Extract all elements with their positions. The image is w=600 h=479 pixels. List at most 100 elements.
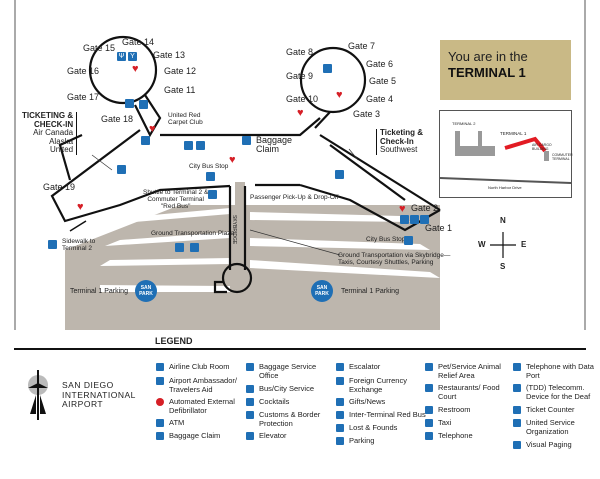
legend-icon: [513, 441, 521, 449]
legend-icon: [513, 406, 521, 414]
baggage-line2: Claim: [256, 144, 280, 154]
gate-15-label: Gate 15: [83, 43, 116, 53]
gate-7-label: Gate 7: [348, 41, 376, 51]
parking-right-label: Terminal 1 Parking: [341, 288, 399, 295]
airline-southwest: Southwest: [380, 145, 418, 154]
shuttle-label: Shuttle to Terminal 2 &Commuter Terminal…: [143, 189, 208, 210]
legend-item: Automated External Defibrillator: [169, 397, 235, 415]
sidewalk-line2: Terminal 2: [62, 245, 92, 252]
legend-item: Parking: [349, 436, 375, 445]
legend-item: Telephone with Data Port: [526, 362, 594, 380]
pet-relief-icon: [48, 240, 57, 249]
legend-item: United Service Organization: [526, 418, 575, 436]
legend-icon: [156, 398, 164, 406]
gate-8-label: Gate 8: [286, 47, 314, 57]
legend-item: Ticket Counter: [526, 405, 575, 414]
gate-11-label: Gate 11: [164, 85, 196, 95]
location-inset-map: TERMINAL 2 TERMINAL 1 AIR CARGO BUILDING…: [439, 110, 573, 198]
legend-item: Escalator: [349, 362, 381, 371]
san-park-text-right: SAN PARK: [315, 285, 329, 297]
baggage-line1: Baggage: [256, 135, 293, 145]
gt-via-line2: Taxis, Courtesy Shuttles, Parking: [338, 259, 434, 266]
inset-air-cargo: AIR CARGO BUILDING: [532, 143, 552, 151]
legend-item: Gifts/News: [349, 397, 386, 406]
ticketing-right: Ticketing & Check-In Southwest: [376, 128, 423, 155]
ticket-counter-icon: [117, 165, 126, 174]
legend-icon: [513, 384, 521, 392]
legend-icon: [246, 432, 254, 440]
airline-air-canada: Air Canada: [33, 128, 74, 137]
gate-1-label: Gate 1: [425, 223, 453, 233]
ticket-counter-icon: [335, 170, 344, 179]
taxi-icon: [190, 243, 199, 252]
legend-item: Elevator: [259, 431, 287, 440]
ticketing-right-title: Ticketing &: [380, 128, 423, 137]
bus-icon: [175, 243, 184, 252]
legend-icon: [336, 377, 344, 385]
legend-icon: [336, 424, 344, 432]
aed-icon: ♥: [336, 89, 343, 101]
legend-item: Baggage Service Office: [259, 362, 317, 380]
gate-5-label: Gate 5: [369, 76, 397, 86]
legend-icon: [425, 406, 433, 414]
legend-title: LEGEND: [155, 336, 193, 346]
cocktails-icon: Y: [128, 52, 137, 61]
city-bus-icon: [206, 172, 215, 181]
legend-item: ATM: [169, 418, 185, 427]
legend-item: Telephone: [438, 431, 473, 440]
compass-w: W: [478, 240, 486, 249]
aed-icon: ♥: [297, 107, 304, 119]
restaurant-icon: [196, 141, 205, 150]
legend-icon: [425, 384, 433, 392]
legend-icon: [336, 437, 344, 445]
legend-item: Pet/Service Animal Relief Area: [438, 362, 501, 380]
gt-plaza-label: Ground Transportation Plaza: [151, 230, 235, 237]
gate-17-label: Gate 17: [67, 92, 100, 102]
sidewalk-line1: Sidewalk to: [62, 238, 96, 245]
legend-icon: [156, 363, 164, 371]
legend-item: Airport Ambassador/ Travelers Aid: [169, 376, 237, 394]
san-park-logo-right: [311, 280, 333, 302]
inset-terminal2: TERMINAL 2: [452, 121, 476, 126]
legend-item: Inter-Terminal Red Bus: [349, 410, 426, 419]
telephone-icon: [400, 215, 409, 224]
you-are-here-line1: You are in the: [448, 49, 528, 64]
gate-9-label: Gate 9: [286, 71, 314, 81]
terminal-outline: [50, 35, 441, 294]
gate-6-label: Gate 6: [366, 59, 394, 69]
legend-icon: [425, 432, 433, 440]
city-bus-icon: [404, 236, 413, 245]
legend-item: Visual Paging: [526, 440, 572, 449]
legend-icon: [336, 363, 344, 371]
airport-logo: [28, 370, 48, 420]
gate-12-label: Gate 12: [164, 66, 197, 76]
pickup-label: Passenger Pick-Up & Drop-Off: [250, 194, 339, 201]
restaurant-icon: [420, 215, 429, 224]
restaurant-icon: [323, 64, 332, 73]
city-bus-stop-label: City Bus Stop: [189, 163, 229, 170]
gate-4-label: Gate 4: [366, 94, 394, 104]
legend-icon: [513, 363, 521, 371]
legend-icon: [425, 363, 433, 371]
aed-icon: ♥: [149, 123, 156, 135]
aed-icon: ♥: [77, 201, 84, 213]
legend-item: Airline Club Room: [169, 362, 230, 371]
ticketing-left: TICKETING & CHECK-IN Air Canada Alaska U…: [22, 111, 78, 155]
you-are-here-box: You are in the TERMINAL 1: [440, 40, 571, 100]
legend-icon: [336, 398, 344, 406]
restaurant-icon: Ψ: [117, 52, 126, 61]
inset-terminal1: TERMINAL 1: [500, 131, 527, 136]
gate-2-label: Gate 2: [411, 203, 439, 213]
san-park-text-left: SAN PARK: [139, 285, 153, 297]
shuttle-line3: "Red Bus": [160, 203, 191, 210]
legend-icon: [425, 419, 433, 427]
legend-icon: [246, 411, 254, 419]
airport-name-line1: SAN DIEGO: [62, 380, 114, 390]
inset-road: North Harbor Drive: [488, 185, 522, 190]
compass-e: E: [521, 240, 527, 249]
legend-icon: [156, 419, 164, 427]
gate-18-label: Gate 18: [101, 114, 134, 124]
